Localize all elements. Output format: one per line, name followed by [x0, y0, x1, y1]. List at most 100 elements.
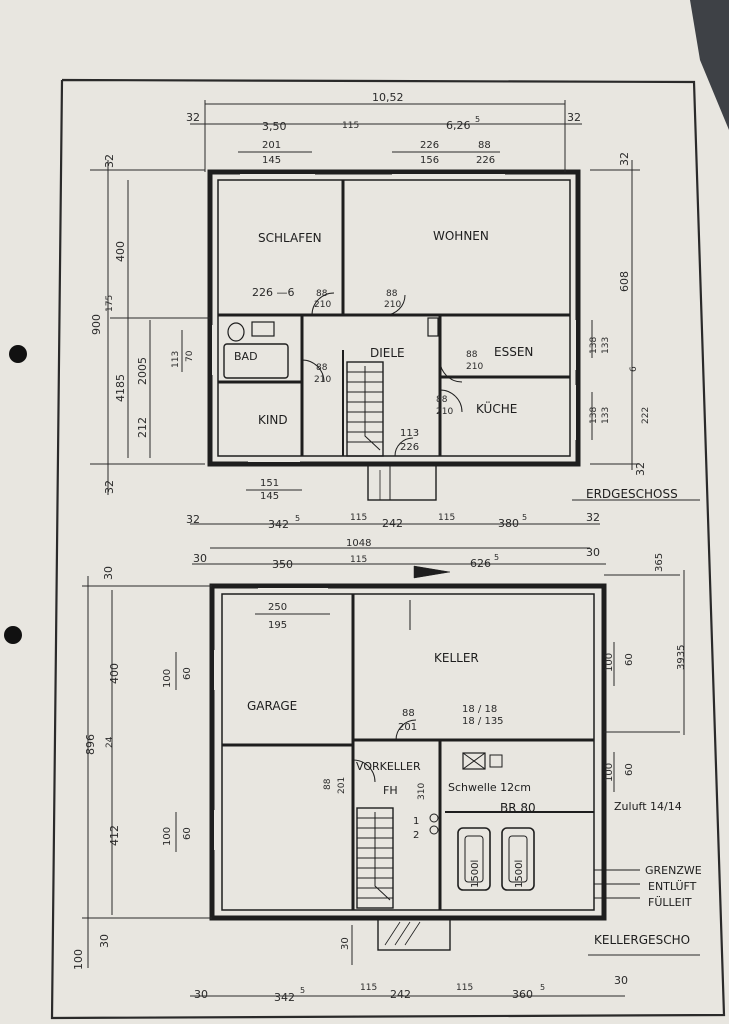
dim-kg-bottom-115a: 115: [360, 983, 377, 993]
dim-top-626: 6,26: [446, 119, 471, 132]
dim-88-kind: 88: [316, 363, 328, 373]
dim-eg-bottom-380-sup: 5: [522, 513, 527, 522]
dim-88-diele: 88: [386, 289, 398, 299]
label-fh-2: 2: [413, 830, 419, 841]
dim-top-350: 3,50: [262, 120, 287, 133]
dim-right-32-bottom: 32: [634, 462, 647, 476]
dim-kg-30c: 30: [98, 934, 111, 948]
dim-kg-88-door: 88: [402, 708, 415, 719]
dim-kg-400: 400: [108, 663, 121, 684]
dim-kg-right-60a: 60: [624, 653, 635, 666]
label-schwelle: Schwelle 12cm: [448, 781, 531, 794]
dim-left-2005: 2005: [136, 357, 149, 385]
room-essen: ESSEN: [494, 345, 533, 359]
dim-kg-201-vk: 201: [337, 777, 347, 794]
dim-kg-30a: 30: [193, 552, 207, 565]
dim-right-138a: 138: [589, 337, 599, 354]
kg-vertical-labels: 30 400 100 60 896 24 412 100 60 30 100 1…: [72, 553, 687, 970]
dim-kg-60b: 60: [182, 827, 193, 840]
dim-kg-1818: 18 / 18: [462, 704, 497, 715]
dim-left-175: 175: [105, 295, 115, 312]
dim-kg-18135: 18 / 135: [462, 716, 504, 727]
dim-210-kind: 210: [314, 375, 331, 385]
dim-kg-right-100b: 100: [604, 763, 615, 782]
dim-210-diele: 210: [384, 300, 401, 310]
label-zuluft: Zuluft 14/14: [614, 800, 682, 813]
room-fh: FH: [383, 784, 398, 797]
dim-eg-bottom-380: 380: [498, 517, 519, 530]
dim-eg-bottom-32a: 32: [186, 513, 200, 526]
dim-eg-bottom-115a: 115: [350, 513, 367, 523]
dim-top-32-right: 32: [567, 111, 581, 124]
drawing-frame: [50, 78, 726, 1020]
dim-210-top: 210: [314, 300, 331, 310]
dim-kg-bottom-342-sup: 5: [300, 986, 305, 995]
dim-right-133a: 133: [601, 337, 611, 354]
dim-door-151: 151: [260, 478, 279, 489]
dim-right-608: 608: [618, 271, 631, 292]
dim-window-201: 201: [262, 140, 281, 151]
dim-210-kueche: 210: [436, 407, 453, 417]
dim-113: 113: [400, 428, 419, 439]
dim-top-626-sup: 5: [475, 115, 480, 124]
dim-left-4185: 4185: [114, 374, 127, 402]
dim-left-212: 212: [136, 417, 149, 438]
dim-kg-195: 195: [268, 620, 287, 631]
dim-kg-250: 250: [268, 602, 287, 613]
dim-88-essen: 88: [466, 350, 478, 360]
dim-door-226: 226: [476, 155, 495, 166]
label-grenzwert: GRENZWE: [645, 864, 702, 877]
dim-eg-bottom-32b: 32: [586, 511, 600, 524]
dim-right-138b: 138: [589, 407, 599, 424]
label-entlueft: ENTLÜFT: [648, 880, 697, 893]
dim-kg-bottom-342: 342: [274, 991, 295, 1004]
room-garage: GARAGE: [247, 699, 297, 713]
dim-eg-bottom-342: 342: [268, 518, 289, 531]
room-keller: KELLER: [434, 651, 479, 665]
eg-dimension-labels: 10,52 32 3,50 115 6,26 5 32 201 145 226 …: [186, 91, 600, 531]
label-tank-1: 1500l: [470, 860, 481, 888]
dim-kg-bottom-360: 360: [512, 988, 533, 1001]
label-tank-2: 1500l: [514, 860, 525, 888]
room-schlafen: SCHLAFEN: [258, 231, 322, 245]
dim-left-113: 113: [171, 351, 181, 368]
dim-right-32-top: 32: [618, 152, 631, 166]
dim-kg-right-100a: 100: [604, 653, 615, 672]
eg-dimension-lines: [90, 100, 700, 525]
eg-room-labels: SCHLAFEN WOHNEN BAD DIELE ESSEN KIND KÜC…: [234, 229, 533, 427]
kg-room-labels: KELLER GARAGE VORKELLER FH Schwelle 12cm…: [247, 651, 682, 888]
dim-kg-30-stair: 30: [340, 937, 351, 950]
room-kind: KIND: [258, 413, 288, 427]
punch-hole-top: [9, 345, 27, 363]
label-fh-1: 1: [413, 816, 419, 827]
dim-kg-24: 24: [105, 736, 115, 748]
dim-kg-310-fh: 310: [417, 783, 427, 800]
dim-kg-bottom-242: 242: [390, 988, 411, 1001]
dim-kg-3935: 3935: [676, 645, 687, 670]
dim-kg-88-vk: 88: [323, 778, 333, 790]
dim-kg-100c: 100: [72, 949, 85, 970]
erdgeschoss-plan: [207, 169, 581, 501]
dim-kg-365: 365: [654, 553, 665, 572]
dim-226-6: 226 —6: [252, 286, 295, 299]
dim-left-400: 400: [114, 241, 127, 262]
label-br80: BR 80: [500, 801, 536, 815]
eg-vertical-labels: 32 400 175 900 4185 2005 113 70 212 32 3…: [90, 152, 651, 494]
dim-kg-100b: 100: [162, 827, 173, 846]
kg-dimension-lines: [82, 547, 700, 997]
room-diele: DIELE: [370, 346, 405, 360]
room-wohnen: WOHNEN: [433, 229, 489, 243]
dim-left-32-top: 32: [103, 154, 116, 168]
dim-eg-bottom-242: 242: [382, 517, 403, 530]
dim-kg-total: 1048: [346, 538, 371, 549]
dim-kg-896: 896: [84, 734, 97, 755]
dim-210-essen: 210: [466, 362, 483, 372]
dim-kg-right-60b: 60: [624, 763, 635, 776]
kellergeschoss-plan: [209, 565, 640, 951]
dim-kg-350: 350: [272, 558, 293, 571]
room-vorkeller: VORKELLER: [356, 760, 421, 773]
room-bad: BAD: [234, 350, 258, 363]
room-kueche: KÜCHE: [476, 400, 517, 416]
